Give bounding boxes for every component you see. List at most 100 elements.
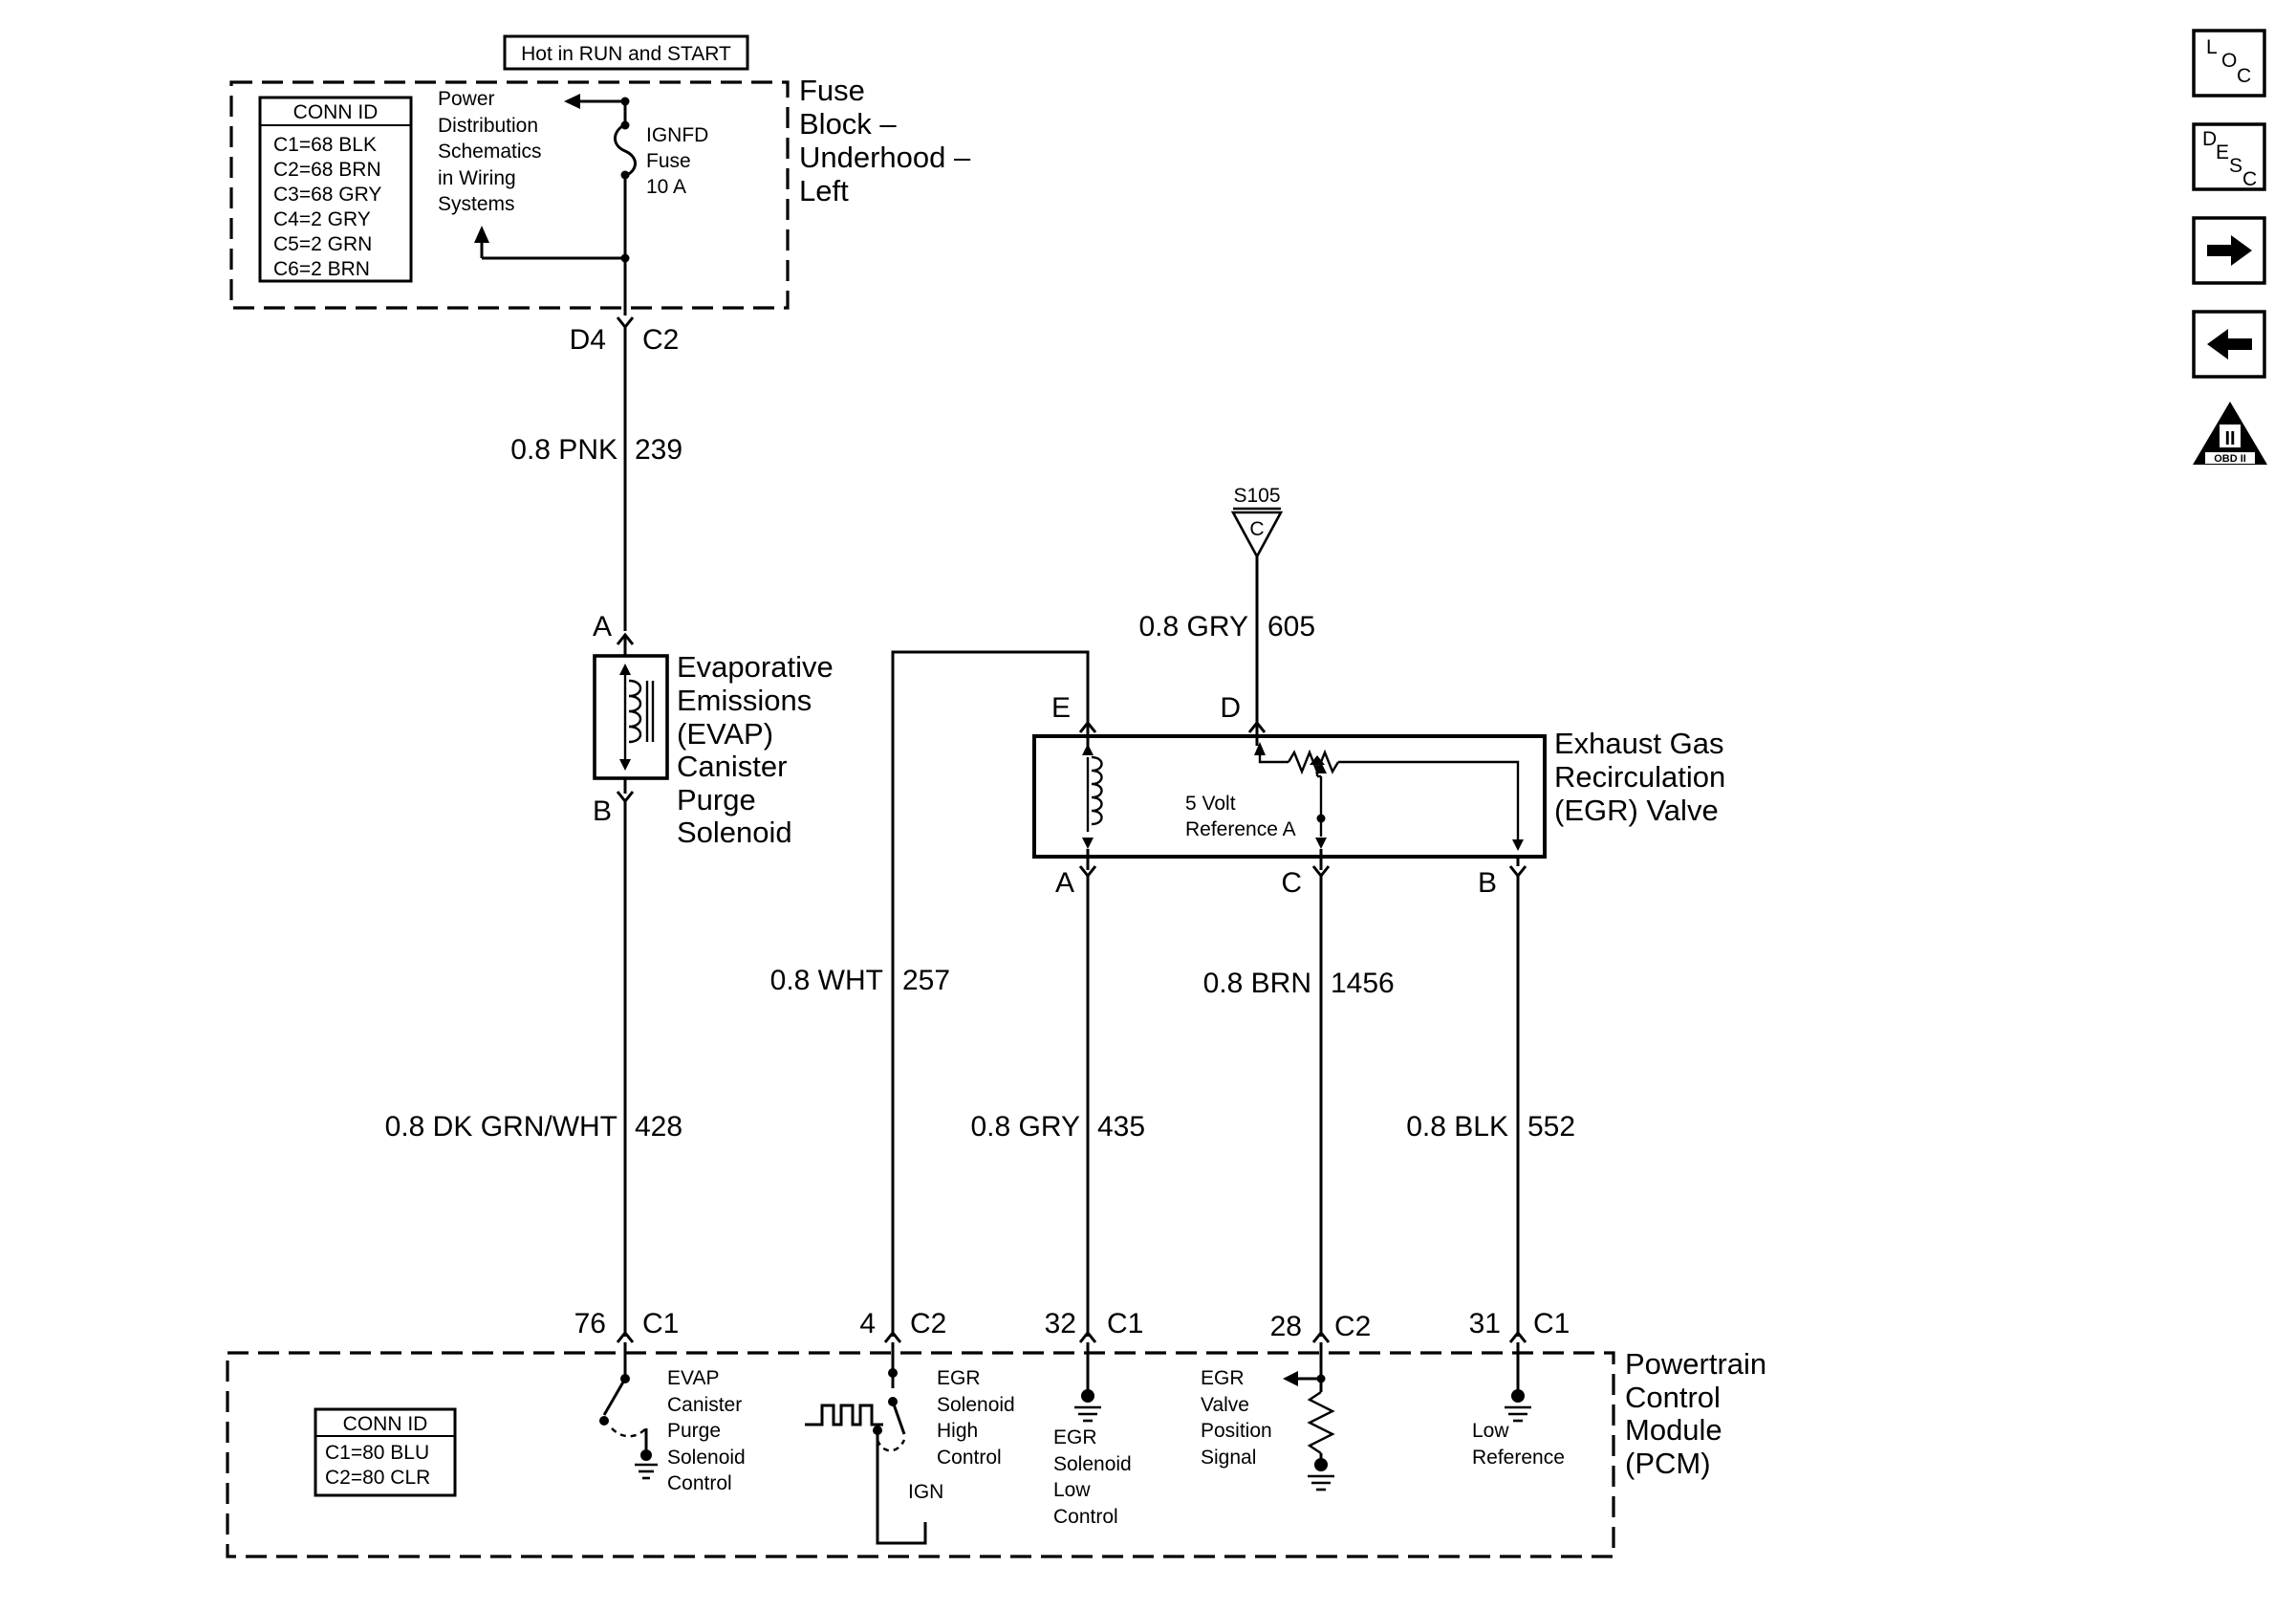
- wire-239-circuit: 239: [635, 434, 682, 466]
- svg-text:Power: Power: [438, 88, 495, 110]
- obd-ii-button[interactable]: II OBD II: [2193, 402, 2267, 465]
- svg-text:Valve: Valve: [1201, 1394, 1249, 1416]
- pin-d4-label: D4: [570, 324, 606, 356]
- svg-text:Solenoid: Solenoid: [667, 1447, 746, 1469]
- pcm-pin-76: 76 C1: [574, 1308, 679, 1343]
- fuse-block-title: Fuse Block – Underhood – Left: [799, 74, 971, 207]
- svg-text:C: C: [2237, 65, 2251, 87]
- pcm-pin-28: 28 C2: [1270, 1311, 1371, 1343]
- svg-text:31: 31: [1469, 1308, 1501, 1339]
- svg-text:C5=2 GRN: C5=2 GRN: [273, 233, 372, 255]
- svg-text:Recirculation: Recirculation: [1554, 760, 1725, 794]
- wire-605-color: 0.8 GRY: [1138, 611, 1248, 642]
- fuse-block-conn-id-table: CONN ID C1=68 BLK C2=68 BRN C3=68 GRY C4…: [258, 96, 413, 283]
- svg-text:C2: C2: [910, 1308, 946, 1339]
- svg-text:S: S: [2229, 155, 2242, 177]
- svg-text:Underhood –: Underhood –: [799, 141, 971, 174]
- wire-1456-color: 0.8 BRN: [1203, 968, 1311, 999]
- wire-428-color: 0.8 DK GRN/WHT: [385, 1111, 617, 1143]
- pcm-pin-31: 31 C1: [1469, 1308, 1570, 1343]
- pcm-pin-4: 4 C2: [859, 1308, 946, 1343]
- egr-connector-b: [1508, 865, 1527, 879]
- svg-text:C1: C1: [1107, 1308, 1143, 1339]
- svg-text:EVAP: EVAP: [667, 1367, 719, 1389]
- fuse-block-box: [229, 80, 790, 310]
- splice-s105-label: S105: [1233, 485, 1280, 507]
- svg-text:(EVAP): (EVAP): [677, 717, 773, 751]
- svg-text:Control: Control: [1053, 1506, 1118, 1528]
- hot-label-box: [503, 34, 749, 71]
- arrow-right-icon: [2207, 235, 2252, 266]
- low-reference-ground: [1505, 1342, 1531, 1423]
- egr-valve-box: [1032, 734, 1547, 859]
- svg-text:Fuse: Fuse: [799, 74, 865, 107]
- svg-text:D: D: [2202, 128, 2217, 150]
- svg-text:O: O: [2221, 50, 2237, 72]
- next-page-button[interactable]: [2192, 216, 2266, 285]
- svg-text:Solenoid: Solenoid: [677, 816, 792, 849]
- svg-text:Position: Position: [1201, 1420, 1272, 1442]
- svg-text:5 Volt: 5 Volt: [1185, 793, 1236, 815]
- svg-text:Low: Low: [1472, 1420, 1509, 1442]
- svg-text:in Wiring: in Wiring: [438, 167, 516, 189]
- svg-text:High: High: [937, 1420, 978, 1442]
- wire-435-color: 0.8 GRY: [970, 1111, 1080, 1143]
- description-button[interactable]: D E S C: [2192, 122, 2266, 191]
- pcm-title: Powertrain Control Module (PCM): [1625, 1347, 1766, 1480]
- evap-coil-symbol: [619, 664, 655, 771]
- svg-text:C2=80 CLR: C2=80 CLR: [325, 1467, 430, 1489]
- evap-control-switch: [599, 1342, 658, 1480]
- svg-text:C4=2 GRY: C4=2 GRY: [273, 208, 371, 230]
- wire-605-circuit: 605: [1267, 611, 1315, 642]
- egr-pin-b: B: [1478, 867, 1497, 899]
- svg-text:Fuse: Fuse: [646, 150, 691, 172]
- svg-text:C6=2 BRN: C6=2 BRN: [273, 258, 370, 280]
- egr-solenoid-coil: [1082, 723, 1103, 870]
- egr-low-control-ground: [1074, 1342, 1101, 1423]
- svg-text:Low: Low: [1053, 1479, 1091, 1501]
- svg-text:OBD II: OBD II: [2214, 453, 2246, 465]
- svg-text:Systems: Systems: [438, 193, 515, 215]
- low-reference-label: Low Reference: [1472, 1420, 1565, 1469]
- svg-text:Distribution: Distribution: [438, 115, 538, 137]
- svg-text:II: II: [2224, 428, 2235, 449]
- egr-title: Exhaust Gas Recirculation (EGR) Valve: [1554, 727, 1725, 827]
- svg-text:C1=68 BLK: C1=68 BLK: [273, 134, 377, 156]
- wire-552-color: 0.8 BLK: [1406, 1111, 1508, 1143]
- svg-text:Block –: Block –: [799, 107, 897, 141]
- svg-text:EGR: EGR: [1053, 1426, 1097, 1448]
- wire-428-circuit: 428: [635, 1111, 682, 1143]
- svg-text:Emissions: Emissions: [677, 684, 812, 717]
- svg-text:Purge: Purge: [667, 1420, 721, 1442]
- connector-d4-symbol: [616, 316, 635, 330]
- egr-high-side-switch: [805, 1342, 927, 1545]
- egr-position-signal-circuit: [1283, 1342, 1335, 1491]
- wire-1456-circuit: 1456: [1331, 968, 1395, 999]
- svg-text:Schematics: Schematics: [438, 141, 542, 163]
- svg-text:E: E: [2216, 142, 2229, 163]
- evap-control-label: EVAP Canister Purge Solenoid Control: [667, 1367, 746, 1494]
- location-button[interactable]: L O C: [2192, 29, 2266, 98]
- svg-text:Canister: Canister: [667, 1394, 742, 1416]
- svg-text:C1=80 BLU: C1=80 BLU: [325, 1442, 429, 1464]
- svg-text:(EGR) Valve: (EGR) Valve: [1554, 794, 1719, 827]
- evap-solenoid-box: [593, 654, 669, 780]
- svg-text:4: 4: [859, 1308, 876, 1339]
- arrow-left-icon: [2207, 329, 2252, 359]
- ignfd-fuse-label: IGNFD Fuse 10 A: [646, 124, 708, 198]
- evap-pin-a: A: [593, 611, 612, 642]
- wire-257-color: 0.8 WHT: [770, 965, 883, 996]
- previous-page-button[interactable]: [2192, 310, 2266, 379]
- svg-text:Control: Control: [1625, 1381, 1721, 1414]
- pcm-box: [226, 1351, 1615, 1558]
- wire-257: [891, 650, 1090, 1337]
- svg-text:Canister: Canister: [677, 750, 787, 783]
- svg-text:C2=68 BRN: C2=68 BRN: [273, 159, 381, 181]
- svg-text:EGR: EGR: [937, 1367, 981, 1389]
- svg-text:C: C: [2242, 168, 2257, 190]
- egr-position-sensor: [1254, 723, 1524, 870]
- svg-text:Purge: Purge: [677, 783, 756, 816]
- svg-text:Reference: Reference: [1472, 1447, 1565, 1469]
- svg-text:76: 76: [574, 1308, 606, 1339]
